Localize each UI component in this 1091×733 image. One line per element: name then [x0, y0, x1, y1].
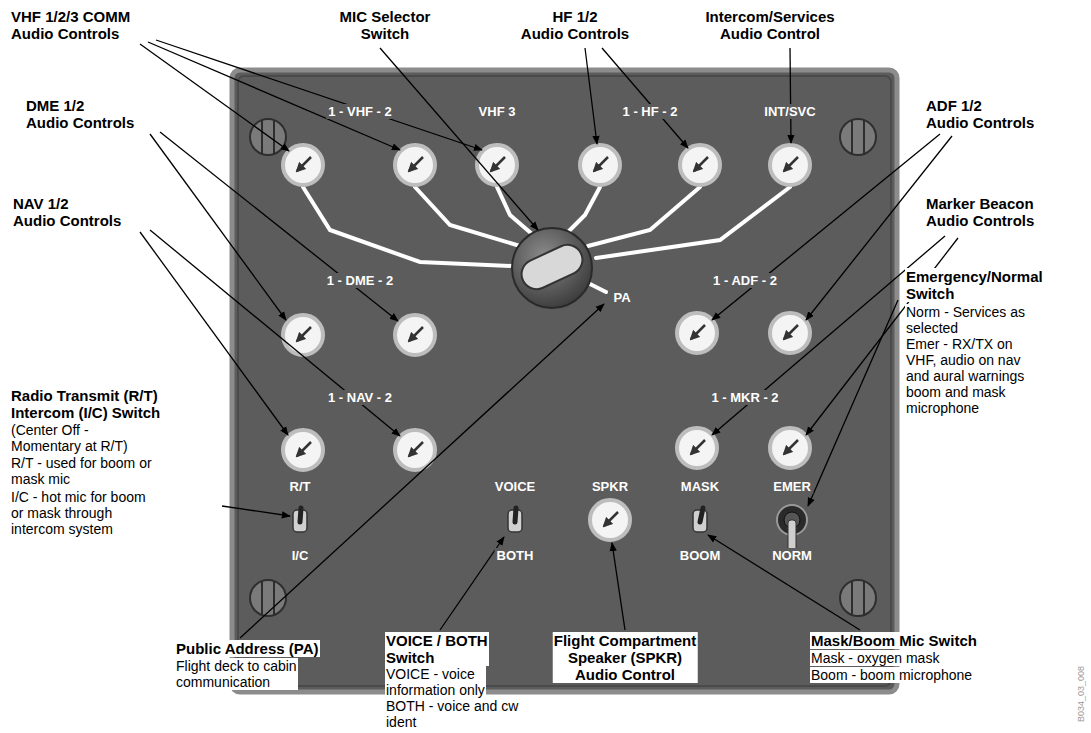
audio-knob: [477, 145, 517, 185]
panel-label: 1 - MKR - 2: [709, 390, 780, 405]
callout-note: Emer - RX/TX on VHF, audio on nav and au…: [905, 336, 1025, 416]
callout-note: I/C - hot mic for boom or mask through i…: [10, 489, 147, 537]
knob-arrow: [694, 157, 708, 171]
panel-label: 1 - DME - 2: [325, 273, 395, 288]
callout-title: DME 1/2 Audio Controls: [25, 97, 135, 131]
panel-label: NORM: [770, 548, 814, 563]
audio-knob: [283, 430, 323, 470]
callout-title: Emergency/Normal Switch: [905, 268, 1044, 302]
callout-note: (Center Off - Momentary at R/T): [10, 422, 129, 454]
panel-label: R/T: [288, 479, 313, 494]
callout-note: Boom - boom microphone: [810, 667, 973, 683]
screws: [250, 119, 876, 616]
panel-body: [232, 70, 897, 692]
panel-label: 1 - VHF - 2: [326, 104, 394, 119]
callout-note: Mask - oxygen mask: [810, 650, 940, 666]
audio-knob: [580, 145, 620, 185]
audio-knob: [677, 428, 717, 468]
panel-label: 1 - NAV - 2: [326, 390, 394, 405]
knob-arrow: [784, 440, 798, 454]
panel-label: INT/SVC: [762, 104, 817, 119]
panel-label: MASK: [679, 479, 721, 494]
callout-title: VHF 1/2/3 COMM Audio Controls: [10, 8, 131, 42]
callout-title: Public Address (PA): [175, 640, 320, 657]
knob-arrow: [297, 327, 311, 341]
callout-note: BOTH - voice and cw ident: [385, 698, 519, 730]
knob-arrow: [409, 157, 423, 171]
callout-title: VOICE / BOTH Switch: [385, 632, 489, 666]
callout-title: Intercom/Services Audio Control: [704, 8, 835, 42]
callout-note: Flight deck to cabin communication: [175, 658, 298, 690]
audio-knob: [590, 500, 630, 540]
knob-arrow: [409, 442, 423, 456]
callout-note: R/T - used for boom or mask mic: [10, 455, 153, 487]
audio-knob: [770, 428, 810, 468]
callout-title: HF 1/2 Audio Controls: [520, 8, 630, 42]
knob-arrow: [691, 325, 705, 339]
knob-arrow: [604, 512, 618, 526]
panel-bevel: [238, 76, 891, 686]
audio-knob: [770, 313, 810, 353]
knob-arrow: [409, 327, 423, 341]
callout-title: Radio Transmit (R/T) Intercom (I/C) Swit…: [10, 387, 161, 421]
audio-control-panel: 1 - VHF - 2 VHF 3 1 - HF - 2 INT/SVC 1 - DME…: [232, 70, 897, 692]
selector-pointer: [517, 240, 588, 294]
audio-knob: [395, 315, 435, 355]
toggle-lever: [515, 508, 516, 522]
callout-title: Mask/Boom Mic Switch: [810, 632, 978, 649]
knob-group: [283, 145, 810, 540]
panel-label: BOTH: [495, 548, 536, 563]
callout-title: MIC Selector Switch: [339, 8, 432, 42]
audio-knob: [770, 145, 810, 185]
knob-arrow: [297, 157, 311, 171]
panel-label: VHF 3: [477, 104, 518, 119]
callout-note: Norm - Services as selected: [905, 304, 1026, 336]
panel-label: I/C: [290, 548, 311, 563]
panel-label: SPKR: [590, 479, 630, 494]
knob-arrow: [491, 157, 505, 171]
mic-selector-knob: [512, 228, 592, 308]
audio-knob: [283, 315, 323, 355]
knob-arrow: [784, 157, 798, 171]
toggle-lever: [700, 508, 703, 522]
knob-arrow: [297, 442, 311, 456]
audio-knob: [395, 145, 435, 185]
knob-arrow: [594, 157, 608, 171]
callout-title: ADF 1/2 Audio Controls: [925, 97, 1035, 131]
callout-title: Flight Compartment Speaker (SPKR) Audio …: [553, 632, 698, 683]
audio-knob: [677, 313, 717, 353]
panel-label: 1 - HF - 2: [621, 104, 680, 119]
panel-label: VOICE: [493, 479, 537, 494]
panel-label: 1 - ADF - 2: [711, 273, 779, 288]
callout-title: NAV 1/2 Audio Controls: [12, 195, 122, 229]
panel-label: PA: [611, 290, 632, 305]
toggle-lever: [300, 508, 301, 522]
callout-note: VOICE - voice information only: [385, 666, 486, 698]
knob-arrow: [691, 440, 705, 454]
knob-arrow: [784, 325, 798, 339]
callout-title: Marker Beacon Audio Controls: [925, 195, 1035, 229]
panel-label: BOOM: [678, 548, 722, 563]
audio-knob: [680, 145, 720, 185]
leader-lines: [140, 40, 958, 638]
panel-label: EMER: [771, 479, 813, 494]
figure-id: B034_03_008: [1076, 666, 1086, 722]
toggle-group: [293, 505, 807, 558]
